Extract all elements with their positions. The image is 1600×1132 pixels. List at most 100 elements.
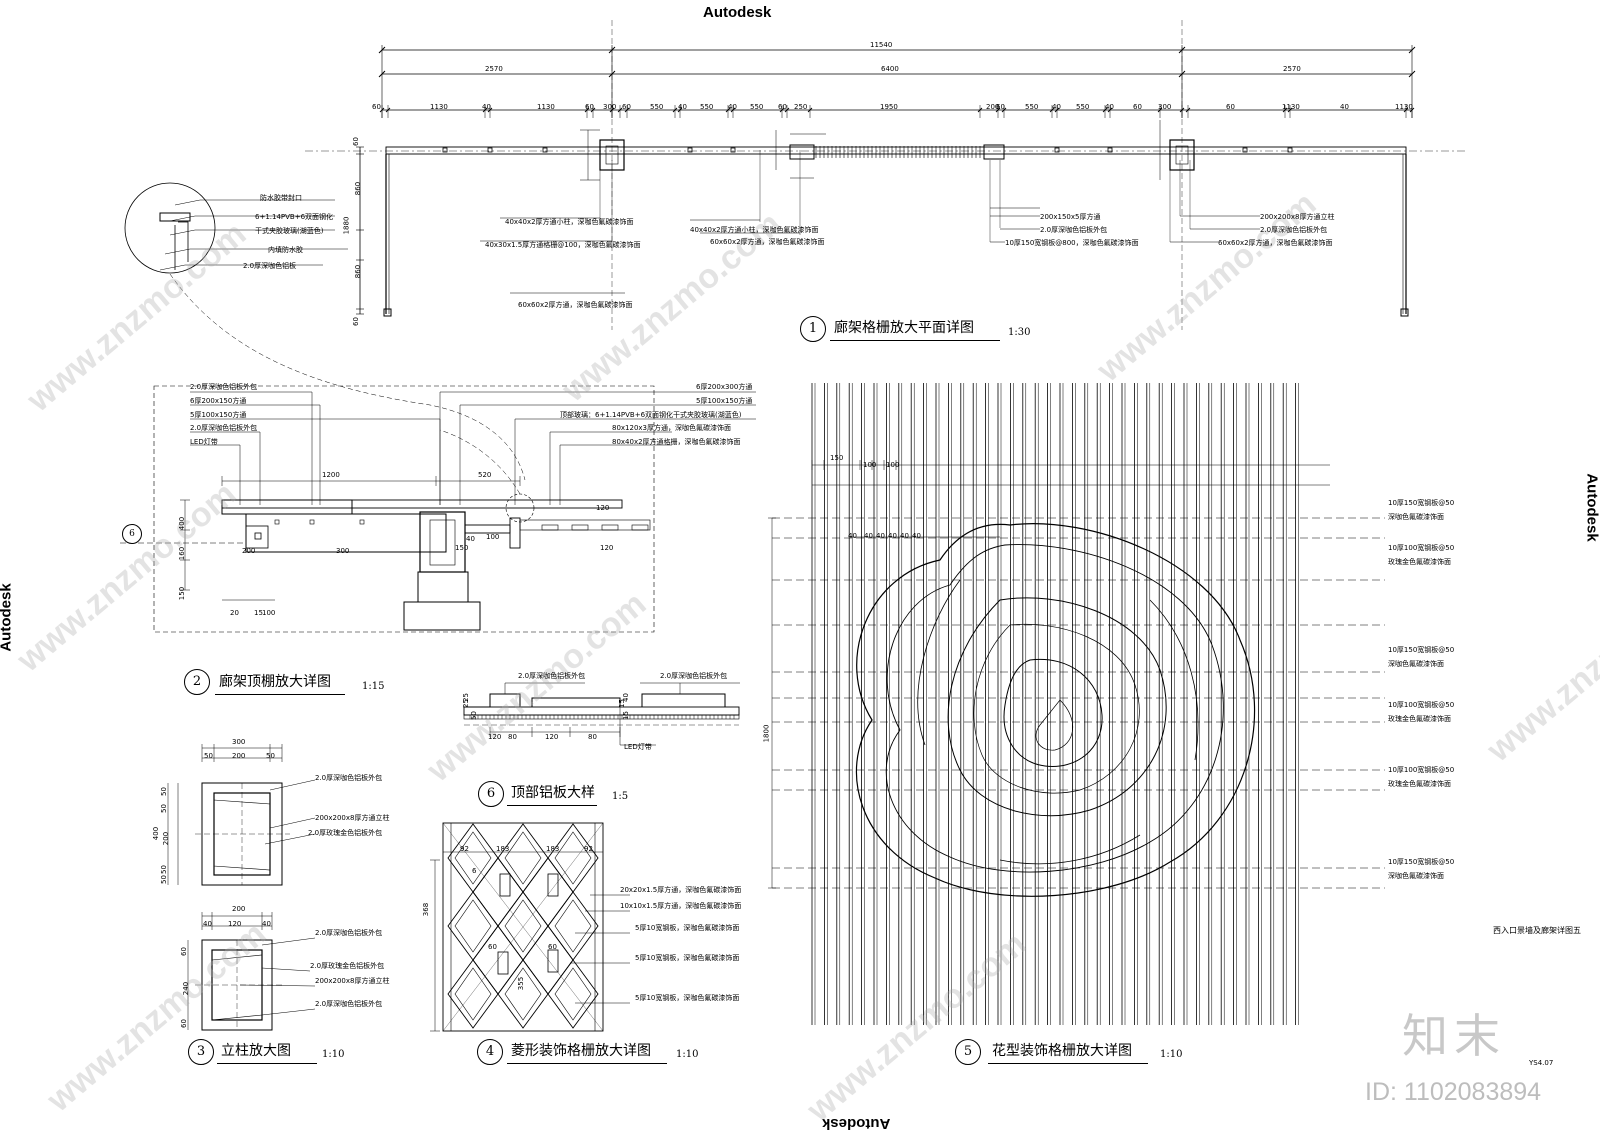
plan-vertical-dim: 1880: [342, 216, 351, 235]
view-4-title: 菱形装饰格栅放大详图: [511, 1043, 651, 1059]
diamond-dim: 183: [496, 845, 510, 853]
view-3-scale: 1:10: [322, 1049, 345, 1060]
plan-fine-dim: 300: [1158, 103, 1172, 111]
plan-note-6: 200x150x5厚方通: [1040, 213, 1101, 221]
plan-view-linework: [124, 20, 1465, 481]
plan-fine-dim: 40: [1052, 103, 1061, 111]
column-b-note-2: 2.0厚玫瑰金色铝板外包: [310, 962, 385, 970]
flower-dim: 40: [900, 532, 909, 540]
diamond-note-1: 20x20x1.5厚方通，深咖色氟碳漆饰面: [620, 886, 742, 894]
diamond-dim: 92: [460, 845, 469, 853]
canopy-dim: 300: [336, 547, 350, 555]
plan-vertical-dim: 860: [354, 181, 363, 196]
plan-note-4: 60x60x2厚方通，深咖色氟碳漆饰面: [710, 238, 825, 246]
view-5-bubble: 5: [955, 1039, 981, 1065]
column-a-dim: 200: [162, 831, 171, 846]
circle-note-1: 防水胶带封口: [260, 194, 302, 202]
canopy-note-l4: 2.0厚深咖色铝板外包: [190, 424, 258, 432]
plan-seg-dim-2: 6400: [881, 65, 899, 73]
view-3-underline: [217, 1063, 317, 1064]
column-b-dim: 60: [179, 947, 188, 956]
plan-note-2: 40x30x1.5厚方通格栅@100，深咖色氟碳漆饰面: [485, 241, 641, 249]
logo-watermark: 知末: [1402, 1009, 1506, 1063]
diamond-note-2: 10x10x1.5厚方通，深咖色氟碳漆饰面: [620, 902, 742, 910]
plan-fine-dim: 60: [778, 103, 787, 111]
canopy-dim: 15: [254, 609, 263, 617]
flower-dim: 40: [876, 532, 885, 540]
canopy-note-r3: 顶部玻璃：6+1.14PVB+6双面钢化干式夹胶玻璃(湖蓝色): [560, 411, 742, 419]
canopy-dim: 120: [600, 544, 614, 552]
plan-fine-dim: 550: [1025, 103, 1039, 111]
flower-dim: 150: [830, 454, 844, 462]
flower-note-4b: 玫瑰金色氟碳漆饰面: [1388, 715, 1451, 723]
plan-vertical-dim: 60: [351, 137, 360, 146]
plan-vertical-dim: 60: [351, 317, 360, 326]
view-2-bubble: 2: [184, 669, 210, 695]
view-6-scale: 1:5: [612, 791, 629, 802]
canopy-note-r5: 80x40x2厚方通格栅，深咖色氟碳漆饰面: [612, 438, 741, 446]
plan-fine-dim: 60: [1226, 103, 1235, 111]
flower-dim: 40: [912, 532, 921, 540]
column-b-dim: 200: [232, 905, 246, 913]
brand-bottom: Autodesk: [822, 1115, 891, 1132]
canopy-dim: 160: [178, 546, 187, 561]
plan-fine-dim: 60: [372, 103, 381, 111]
flower-dim: 100: [886, 461, 900, 469]
flower-dim: 40: [864, 532, 873, 540]
column-a-dim: 50: [159, 804, 168, 813]
column-a-dim: 400: [152, 826, 161, 841]
plan-fine-dim: 1130: [537, 103, 555, 111]
canopy-dim: 200: [242, 547, 256, 555]
canopy-note-l2: 6厚200x150方通: [190, 397, 247, 405]
flower-note-5a: 10厚100宽钢板@50: [1388, 766, 1455, 774]
plan-fine-dim: 550: [700, 103, 714, 111]
view-5-scale: 1:10: [1160, 1049, 1183, 1060]
circle-note-5: 2.0厚深咖色铝板: [243, 262, 297, 270]
diamond-dim: 183: [546, 845, 560, 853]
alu-dim: 120: [545, 733, 559, 741]
diamond-dim: 355: [517, 976, 526, 991]
flower-note-6a: 10厚150宽钢板@50: [1388, 858, 1455, 866]
brand-right: Autodesk: [1583, 473, 1600, 542]
canopy-note-r2: 5厚100x150方通: [696, 397, 753, 405]
view-2-underline: [215, 694, 345, 695]
plan-fine-dim: 40: [1105, 103, 1114, 111]
flower-note-1a: 10厚150宽钢板@50: [1388, 499, 1455, 507]
plan-fine-dim: 300: [603, 103, 617, 111]
column-b-note-4: 2.0厚深咖色铝板外包: [315, 1000, 383, 1008]
plan-note-1: 40x40x2厚方通小柱，深咖色氟碳漆饰面: [505, 218, 634, 226]
canopy-note-r4: 80x120x3厚方通，深咖色氟碳漆饰面: [612, 424, 732, 432]
canopy-view-linework: [120, 385, 756, 633]
column-b-dim: 60: [179, 1019, 188, 1028]
drawing-number: YS4.07: [1529, 1059, 1554, 1067]
view-4-bubble: 4: [477, 1039, 503, 1065]
plan-fine-dim: 1950: [880, 103, 898, 111]
view-4-underline: [507, 1063, 667, 1064]
plan-total-dim: 11540: [870, 41, 893, 49]
sheet-title: 西入口景墙及廊架详图五: [1493, 926, 1581, 935]
column-b-note-3: 200x200x8厚方通立柱: [315, 977, 390, 985]
column-b-dim: 240: [182, 981, 191, 996]
alu-dim: 50: [469, 711, 478, 720]
column-a-dim: 300: [232, 738, 246, 746]
column-a-dim: 50: [159, 875, 168, 884]
canopy-dim: 520: [478, 471, 492, 479]
plan-note-8: 10厚150宽钢板@800，深咖色氟碳漆饰面: [1005, 239, 1139, 247]
alu-dim: 80: [588, 733, 597, 741]
flower-note-3b: 深咖色氟碳漆饰面: [1388, 660, 1444, 668]
canopy-dim: 150: [455, 544, 469, 552]
view-5-title: 花型装饰格栅放大详图: [992, 1043, 1132, 1059]
plan-fine-dim: 60: [996, 103, 1005, 111]
alu-note-3: LED灯带: [624, 743, 652, 751]
alu-note-1: 2.0厚深咖色铝板外包: [518, 672, 586, 680]
view-6-underline: [507, 805, 597, 806]
column-a-dim: 200: [232, 752, 246, 760]
column-view-linework: [167, 744, 316, 1031]
flower-note-2a: 10厚100宽钢板@50: [1388, 544, 1455, 552]
canopy-dim: 120: [596, 504, 610, 512]
plan-note-3: 40x40x2厚方通小柱，深咖色氟碳漆饰面: [690, 226, 819, 234]
flower-note-3a: 10厚150宽钢板@50: [1388, 646, 1455, 654]
column-a-dim: 50: [266, 752, 275, 760]
diamond-grille-linework: [430, 822, 630, 1032]
